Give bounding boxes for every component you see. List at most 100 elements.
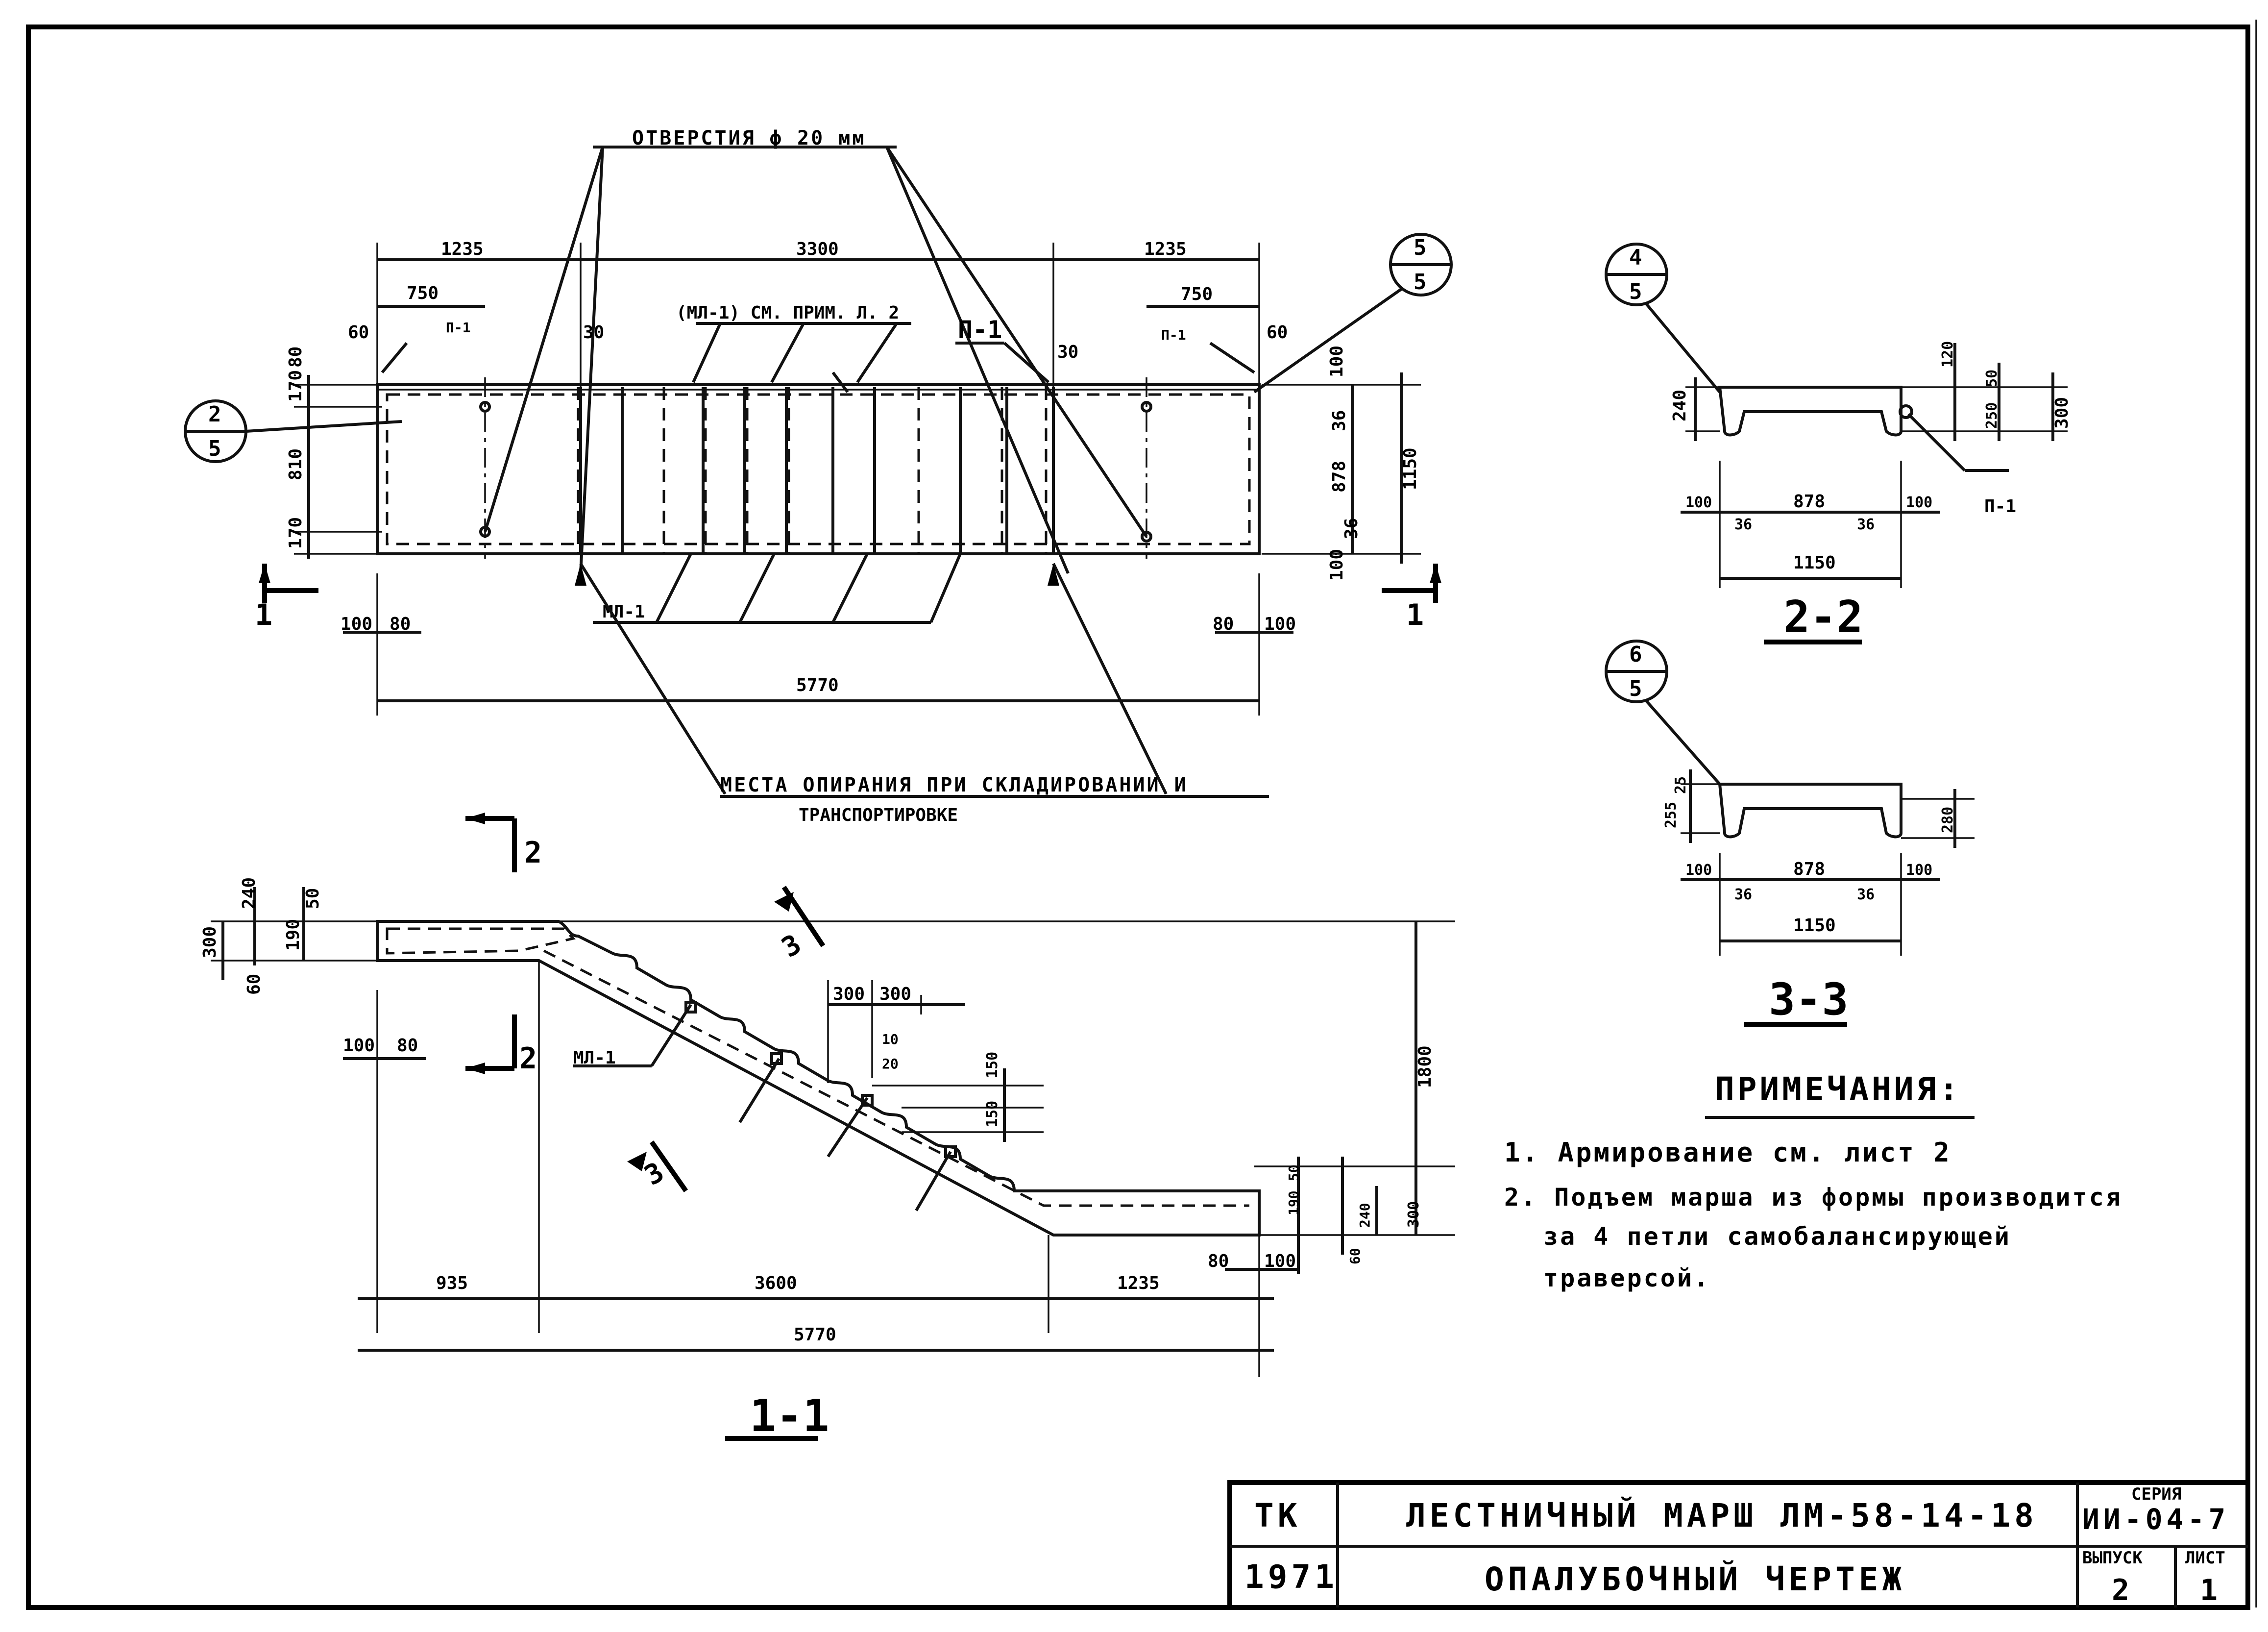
section-2-2-title: 2-2 [1783, 592, 1863, 643]
svg-text:280: 280 [1939, 807, 1956, 833]
svg-text:36: 36 [1734, 516, 1752, 533]
svg-text:5770: 5770 [794, 1325, 836, 1345]
plan-slab-outline [376, 383, 1261, 555]
svg-text:ВЫПУСК: ВЫПУСК [2082, 1548, 2143, 1568]
svg-text:750: 750 [1181, 284, 1213, 304]
svg-text:5: 5 [208, 436, 221, 461]
svg-text:10: 10 [882, 1031, 899, 1047]
tb-title: ЛЕСТНИЧНЫЙ МАРШ ЛМ-58-14-18 [1406, 1496, 2038, 1534]
svg-text:100: 100 [1264, 1251, 1296, 1271]
svg-text:5: 5 [1629, 676, 1642, 701]
svg-text:100: 100 [343, 1036, 375, 1056]
svg-text:1235: 1235 [441, 239, 484, 259]
section-1-1-title: 1-1 [750, 1390, 829, 1442]
svg-text:5: 5 [1629, 279, 1642, 304]
svg-text:3600: 3600 [755, 1273, 797, 1293]
svg-text:6: 6 [1629, 642, 1642, 667]
svg-text:300: 300 [879, 984, 911, 1004]
svg-text:100: 100 [341, 614, 372, 634]
s33-profile [1718, 783, 1902, 839]
svg-text:ЛИСТ: ЛИСТ [2185, 1548, 2225, 1568]
svg-text:5: 5 [1414, 270, 1427, 295]
section-1-1: 2 2 1800 300 240 190 50 60 100 80 300 [200, 813, 1455, 1442]
svg-text:5770: 5770 [796, 675, 839, 695]
svg-text:36: 36 [1329, 410, 1349, 431]
svg-text:120: 120 [1939, 341, 1956, 368]
svg-text:36: 36 [1857, 886, 1875, 903]
svg-text:П-1: П-1 [958, 316, 1002, 344]
svg-text:240: 240 [1670, 390, 1690, 421]
svg-text:240: 240 [239, 877, 259, 909]
svg-text:4: 4 [1629, 245, 1642, 270]
svg-text:80: 80 [286, 346, 306, 368]
svg-text:100: 100 [1327, 346, 1347, 377]
svg-text:П-1: П-1 [446, 320, 471, 336]
svg-text:1: 1 [1406, 598, 1424, 632]
svg-text:25: 25 [1672, 776, 1689, 794]
tb-series: ИИ-04-7 [2082, 1503, 2229, 1536]
svg-text:МЛ-1: МЛ-1 [603, 602, 645, 622]
svg-text:80: 80 [390, 614, 411, 634]
svg-text:50: 50 [303, 888, 323, 909]
notes-title: ПРИМЕЧАНИЯ: [1715, 1070, 1961, 1108]
svg-text:240: 240 [1357, 1203, 1373, 1228]
svg-text:30: 30 [1057, 342, 1078, 362]
plan-view: ОТВЕРСТИЯ ϕ 20 мм [184, 127, 1453, 825]
svg-text:ТРАНСПОРТИРОВКЕ: ТРАНСПОРТИРОВКЕ [799, 805, 958, 825]
svg-text:60: 60 [1347, 1248, 1363, 1264]
svg-text:36: 36 [1341, 518, 1362, 539]
svg-text:100: 100 [1906, 862, 1932, 879]
svg-text:250: 250 [1983, 402, 2000, 429]
svg-text:60: 60 [244, 974, 264, 995]
svg-text:100: 100 [1685, 862, 1712, 879]
svg-text:878: 878 [1793, 492, 1825, 512]
svg-text:3: 3 [777, 928, 807, 964]
sheet-border [26, 25, 2250, 1610]
svg-text:2. Подъем марша из формы произ: 2. Подъем марша из формы производится [1504, 1183, 2122, 1212]
svg-text:80: 80 [1213, 614, 1234, 634]
svg-text:П-1: П-1 [1984, 496, 2016, 517]
svg-text:810: 810 [286, 448, 306, 480]
section-3-3: 6 5 255 25 280 100 36 878 36 100 1150 3-… [1605, 640, 1975, 1027]
section-3-3-title: 3-3 [1769, 974, 1849, 1025]
svg-text:170: 170 [286, 517, 306, 549]
svg-text:3300: 3300 [796, 239, 839, 259]
svg-text:100: 100 [1264, 614, 1296, 634]
tb-subtitle: ОПАЛУБОЧНЫЙ ЧЕРТЕЖ [1485, 1560, 1905, 1598]
section-2-2: 4 5 П-1 240 120 50 250 300 100 36 878 36… [1605, 243, 2072, 644]
svg-text:2: 2 [208, 402, 221, 427]
svg-text:за 4 петли самобалансирующей: за 4 петли самобалансирующей [1543, 1222, 2011, 1251]
svg-text:100: 100 [1327, 549, 1347, 581]
svg-text:П-1: П-1 [1161, 327, 1186, 343]
svg-text:50: 50 [1286, 1164, 1302, 1181]
svg-text:935: 935 [436, 1273, 468, 1293]
svg-text:100: 100 [1906, 494, 1932, 511]
svg-text:170: 170 [286, 370, 306, 402]
tb-issue: 2 [2112, 1573, 2133, 1607]
svg-text:1150: 1150 [1793, 553, 1836, 573]
svg-text:50: 50 [1983, 370, 2000, 387]
svg-text:2: 2 [524, 836, 542, 870]
svg-text:1800: 1800 [1415, 1045, 1435, 1088]
title-block: ТК 1971 ЛЕСТНИЧНЫЙ МАРШ ЛМ-58-14-18 ОПАЛ… [1227, 1480, 2250, 1610]
svg-text:80: 80 [397, 1036, 418, 1056]
svg-text:190: 190 [283, 919, 303, 951]
svg-text:190: 190 [1286, 1190, 1302, 1215]
svg-text:100: 100 [1685, 494, 1712, 511]
tb-org: ТК [1254, 1497, 1301, 1534]
svg-text:60: 60 [1267, 322, 1288, 343]
svg-text:36: 36 [1734, 886, 1752, 903]
svg-text:30: 30 [583, 322, 604, 343]
svg-text:СЕРИЯ: СЕРИЯ [2131, 1484, 2181, 1504]
svg-text:150: 150 [984, 1101, 1001, 1127]
svg-text:1235: 1235 [1117, 1273, 1160, 1293]
svg-text:МЕСТА ОПИРАНИЯ ПРИ СКЛАДИРОВАН: МЕСТА ОПИРАНИЯ ПРИ СКЛАДИРОВАНИИ И [720, 774, 1188, 796]
svg-text:300: 300 [200, 926, 220, 958]
tb-year: 1971 [1244, 1558, 1338, 1596]
svg-text:1150: 1150 [1400, 447, 1420, 490]
svg-text:80: 80 [1208, 1251, 1229, 1271]
svg-text:1: 1 [255, 598, 272, 632]
svg-text:2: 2 [519, 1041, 537, 1076]
